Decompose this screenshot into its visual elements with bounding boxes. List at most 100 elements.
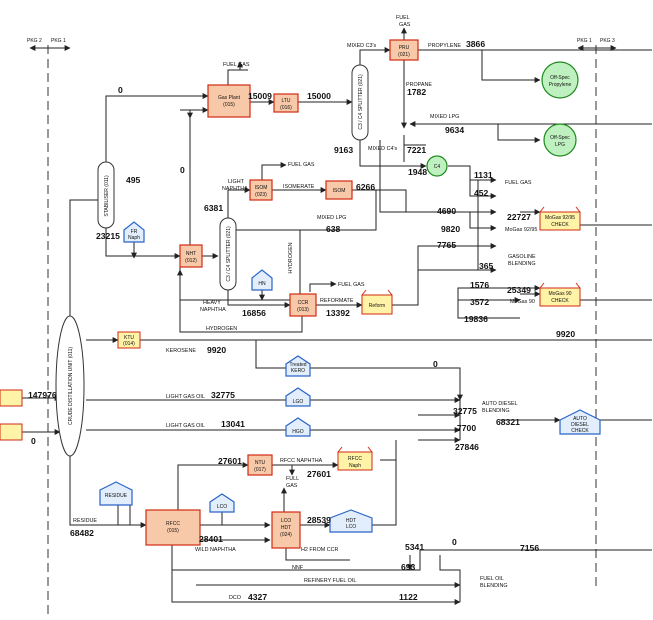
stabiliser-column[interactable] (97, 161, 115, 229)
mogas-90-check-label: MoGas 90 (548, 291, 571, 297)
gas-plant-code: (015) (223, 102, 235, 108)
hdt-lco-tank[interactable] (329, 509, 373, 533)
mogas-9295-check[interactable] (539, 206, 581, 231)
residue-tank[interactable] (99, 481, 133, 506)
nht-unit[interactable] (179, 244, 203, 268)
rfcc-naph-label-2: Naph (349, 463, 361, 469)
flow-9920-b: 9920 (556, 329, 575, 339)
auto-diesel-check-label: AUTO (573, 416, 587, 422)
flow-28401: 28401 (199, 534, 223, 544)
mogas-9295-label: MoGas 92/95 (505, 227, 537, 233)
fr-naph-label-2: Naph (128, 235, 140, 241)
mixed-c3s-label: MIXED C3's (347, 43, 376, 49)
rfcc-unit[interactable] (145, 509, 201, 546)
cdu-column[interactable] (55, 315, 85, 457)
flow-32775-a: 32775 (211, 390, 235, 400)
auto-diesel-check-tank[interactable] (559, 409, 601, 435)
ntu-label: NTU (255, 460, 266, 466)
pru-unit[interactable] (389, 39, 419, 61)
treated-kero-tank[interactable] (285, 355, 311, 377)
offspec-lpg-label: Off-Spec (550, 135, 570, 141)
full-gas-label-2: GAS (286, 483, 298, 489)
nht-label: NHT (186, 251, 196, 257)
offspec-lpg-sphere[interactable] (543, 123, 577, 157)
ccr-unit[interactable] (289, 293, 317, 317)
stabiliser-label: STABILISER (011) (104, 175, 110, 217)
rfcc-label: RFCC (166, 521, 180, 527)
pru-label: PRU (399, 45, 410, 51)
lgo-tank[interactable] (285, 387, 311, 407)
gas-plant-unit[interactable] (207, 84, 251, 118)
c4-label: C4 (434, 164, 441, 170)
offspec-propylene-label: Off-Spec (550, 75, 570, 81)
ntu-unit[interactable] (247, 454, 273, 476)
flow-15000: 15000 (307, 91, 331, 101)
h2-from-ccr-label: H2 FROM CCR (301, 547, 339, 553)
flow-4327: 4327 (248, 592, 267, 602)
flow-7765: 7765 (437, 240, 456, 250)
ktu-unit[interactable] (117, 331, 141, 349)
lco-hdt-unit[interactable] (271, 511, 301, 549)
fuel-gas-label-2: FUEL GAS (288, 162, 315, 168)
flow-27846: 27846 (455, 442, 479, 452)
flow-13392: 13392 (326, 308, 350, 318)
flow-0-kero: 0 (433, 359, 438, 369)
isom-023-label: ISOM (255, 185, 268, 191)
flow-3572: 3572 (470, 297, 489, 307)
lco-hdt-label: LCO (281, 518, 291, 524)
c4-sphere[interactable] (426, 155, 448, 177)
fuel-oil-blending-label: FUEL OIL (480, 576, 504, 582)
flow-693: 693 (401, 562, 416, 572)
ltu-code: (016) (280, 105, 292, 111)
flow-1131: 1131 (474, 170, 493, 180)
mixed-c4s-label: MIXED C4's (368, 146, 397, 152)
mogas-90-check[interactable] (539, 282, 581, 307)
nht-code: (012) (185, 258, 197, 264)
flow-9634: 9634 (445, 125, 464, 135)
flow-27601-b: 27601 (307, 469, 331, 479)
hn-tank[interactable] (251, 269, 273, 291)
flow-452: 452 (474, 188, 489, 198)
rfcc-naph-label: RFCC (348, 456, 362, 462)
lco-tank[interactable] (209, 493, 235, 513)
flow-6266: 6266 (356, 182, 375, 192)
hydrogen-vertical-label: HYDROGEN (288, 242, 294, 273)
rfcc-naph-tank[interactable] (337, 446, 373, 471)
ltu-unit[interactable] (273, 93, 299, 113)
hgo-tank[interactable] (285, 417, 311, 437)
flow-3866: 3866 (466, 39, 485, 49)
isom-unit[interactable] (325, 180, 353, 200)
stream-labels: FUEL GAS FUEL GAS MIXED C3's PROPYLENE P… (73, 15, 537, 601)
pkg1-left-label: PKG 1 (51, 38, 66, 44)
hdt-lco-label: HDT (346, 518, 356, 524)
hn-label: HN (258, 281, 266, 287)
fuel-oil-blending-label-2: BLENDING (480, 583, 508, 589)
crude-feed-box-2[interactable] (0, 423, 23, 441)
reform-tank[interactable] (361, 289, 393, 315)
flow-23215: 23215 (96, 231, 120, 241)
flow-147976: 147976 (28, 390, 57, 400)
ktu-code: (014) (123, 341, 135, 347)
flow-13041: 13041 (221, 419, 245, 429)
c3c4-splitter-upper[interactable] (351, 64, 369, 141)
flow-0-top: 0 (118, 85, 123, 95)
reform-label: Reform (369, 303, 385, 309)
refinery-fuel-oil-label: REFINERY FUEL OIL (304, 578, 356, 584)
flow-638: 638 (326, 224, 341, 234)
ktu-label: KTU (124, 335, 134, 341)
propylene-label: PROPYLENE (428, 43, 461, 49)
flow-0-bot: 0 (452, 537, 457, 547)
fr-naph-tank[interactable] (123, 221, 145, 243)
reformate-label: REFORMATE (320, 298, 354, 304)
fuel-gas-label-5: FUEL GAS (505, 180, 532, 186)
c3c4-splitter-lower[interactable] (219, 217, 237, 291)
hgo-label: HGO (292, 429, 304, 435)
light-naphtha-label-2: NAPHTHA (222, 186, 248, 192)
crude-feed-box-1[interactable] (0, 389, 23, 407)
isom-023-unit[interactable] (249, 179, 273, 201)
offspec-propylene-sphere[interactable] (541, 61, 579, 99)
mixed-lpg-label-1: MIXED LPG (430, 114, 459, 120)
flow-9920-a: 9920 (207, 345, 226, 355)
c3c4-splitter-upper-label: C3 / C4 SPLITTER (021) (358, 74, 364, 130)
